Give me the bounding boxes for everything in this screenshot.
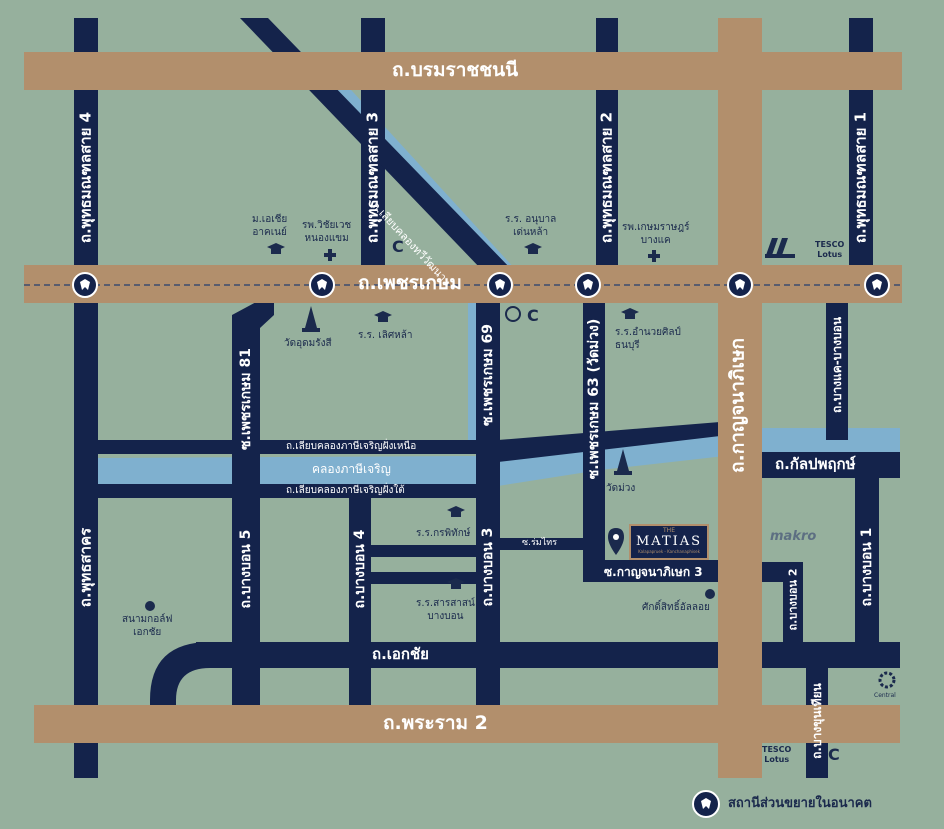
road-canal-north-label: ถ.เลียบคลองภาษีเจริญฝั่งเหนือ	[286, 441, 417, 452]
road-phutthamonthon4-label: ถ.พุทธมณฑลสาย 4	[76, 111, 95, 244]
hospital-icon	[648, 250, 660, 262]
road-bangkhae-bangbon-label: ถ.บางแค-บางบอน	[830, 316, 844, 413]
project-name: MATIAS	[635, 534, 703, 549]
road-phutthasakhon-label: ถ.พุทธสาคร	[76, 527, 95, 608]
poi-kornpitak-label: ร.ร.กรพิทักษ์	[416, 528, 471, 539]
road-ekkachai-label: ถ.เอกชัย	[372, 645, 429, 663]
poi-amnuaysilpa-label: ร.ร.อำนวยศิลป์ ธนบุรี	[615, 327, 681, 351]
poi-tesco-top-label: TESCO Lotus	[815, 240, 845, 259]
poi-saksit-label: ศักดิ์สิทธิ์อัลลอย	[642, 602, 710, 613]
poi-wat-udom-label: วัดอุดมรังสี	[284, 338, 332, 349]
bts-station-icon	[309, 272, 335, 298]
project-marker	[608, 524, 709, 560]
store-c-icon: C	[392, 237, 404, 256]
road-bangbon2-label: ถ.บางบอน 2	[786, 568, 800, 631]
poi-sarasas-label: ร.ร.สารสาสน์ บางบอน	[416, 598, 475, 622]
canal-phasi-charoen-label: คลองภาษีเจริญ	[312, 462, 391, 476]
poi-anuban-label: ร.ร. อนุบาล เด่นหล้า	[505, 214, 557, 238]
central-icon	[878, 671, 896, 689]
road-phutthamonthon2-label: ถ.พุทธมณฑลสาย 2	[597, 111, 616, 244]
svg-text:C: C	[392, 237, 404, 256]
bts-stations	[72, 272, 890, 298]
road-bangbon1-label: ถ.บางบอน 1	[859, 527, 875, 607]
bts-station-icon	[72, 272, 98, 298]
road-soi-phetkasem63-label: ซ.เพชรเกษม 63 (วัดม่วง)	[586, 318, 602, 480]
temple-icon	[614, 449, 632, 475]
school-icon	[374, 311, 392, 322]
road-bangbon5-label: ถ.บางบอน 5	[238, 529, 254, 609]
road-phutthamonthon3-label: ถ.พุทธมณฑลสาย 3	[363, 111, 382, 244]
school-icon	[524, 243, 542, 254]
road-bangkhunthian-label: ถ.บางขุนเทียน	[810, 683, 824, 759]
bts-station-icon	[864, 272, 890, 298]
bts-station-icon	[487, 272, 513, 298]
poi-central-label: Central	[874, 692, 896, 699]
bts-station-icon	[727, 272, 753, 298]
project-prefix: THE	[663, 527, 675, 534]
store-c-icon: C	[527, 306, 539, 325]
poi-icons: C C C	[145, 237, 896, 764]
poi-lertlah-label: ร.ร. เลิศหล้า	[358, 330, 413, 341]
school-icon	[267, 243, 285, 254]
poi-makro-label: makro	[770, 529, 817, 544]
temple-icon	[302, 306, 320, 332]
road-canal-south-label: ถ.เลียบคลองภาษีเจริญฝั่งใต้	[286, 485, 405, 496]
road-rama2-label: ถ.พระราม 2	[383, 712, 488, 734]
road-bangbon3-label: ถ.บางบอน 3	[480, 527, 496, 607]
bts-station-icon	[575, 272, 601, 298]
road-soi-phetkasem81-label: ซ.เพชรเกษม 81	[238, 348, 254, 450]
homepro-icon	[765, 238, 795, 258]
canal-phasi-charoen	[94, 428, 900, 486]
road-soi-kanchanaphisek3-label: ซ.กาญจนาภิเษก 3	[604, 565, 703, 579]
poi-wat-muang-label: วัดม่วง	[606, 483, 636, 494]
store-c-icon: C	[828, 745, 840, 764]
road-boromratchachonnani-label: ถ.บรมราชชนนี	[392, 59, 519, 81]
saksit-dot-icon	[705, 589, 715, 599]
poi-asia-univ-label: ม.เอเชีย อาคเนย์	[252, 214, 288, 238]
golf-dot-icon	[145, 601, 155, 611]
poi-tesco-bottom-label: TESCO Lotus	[762, 745, 792, 764]
svg-text:C: C	[527, 306, 539, 325]
road-phetkasem-label: ถ.เพชรเกษม	[358, 272, 462, 294]
road-bangbon4-label: ถ.บางบอน 4	[352, 529, 368, 609]
hospital-icon	[324, 249, 336, 261]
school-icon	[447, 578, 465, 589]
main-roads	[24, 18, 902, 778]
poi-kasemrad-label: รพ.เกษมราษฎร์ บางแค	[622, 222, 690, 246]
poi-vichaivej-label: รพ.วิชัยเวช หนองแขม	[302, 220, 352, 244]
legend-bts-icon	[692, 790, 720, 818]
poi-golf-label: สนามกอล์ฟ เอกชัย	[122, 614, 173, 638]
school-icon	[621, 308, 639, 319]
legend-label: สถานีส่วนขยายในอนาคต	[728, 796, 872, 811]
project-tagline: Kalapapruek - Kanchanaphisek	[638, 549, 700, 554]
svg-text:C: C	[828, 745, 840, 764]
road-kanchanaphisek-label: ถ.กาญจนาภิเษก	[726, 338, 749, 473]
road-soi-romsai-label: ซ.ร่มไทร	[522, 538, 558, 548]
road-phutthamonthon1-label: ถ.พุทธมณฑลสาย 1	[851, 111, 870, 244]
road-kanlapaphruek-label: ถ.กัลปพฤกษ์	[775, 455, 856, 473]
road-soi-phetkasem69-label: ซ.เพชรเกษม 69	[480, 324, 496, 426]
badge-icon	[505, 306, 521, 322]
school-icon	[447, 506, 465, 517]
